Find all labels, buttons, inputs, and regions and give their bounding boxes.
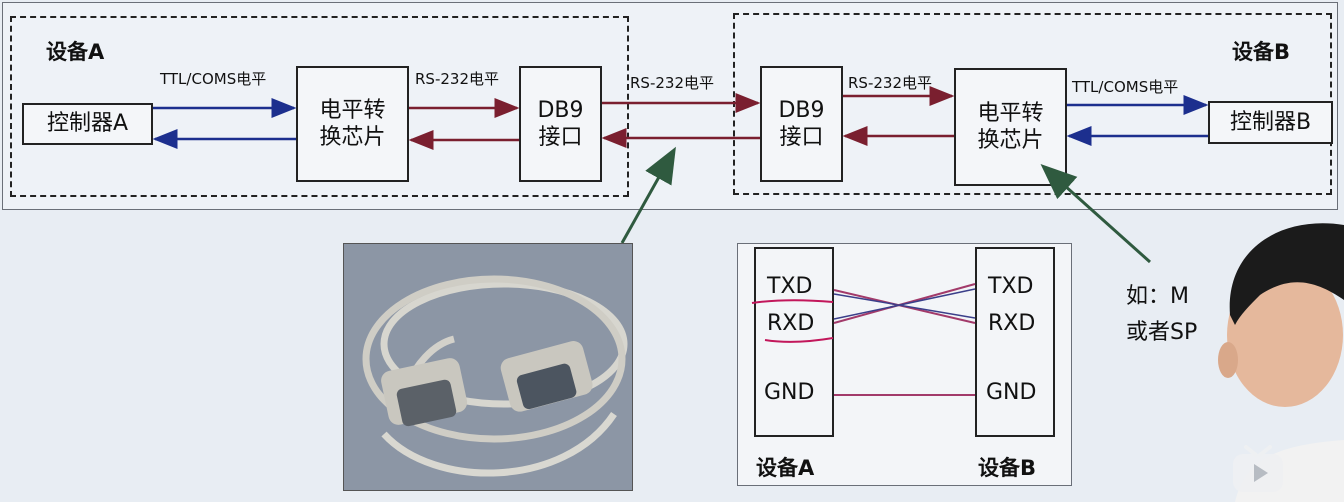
serial-cable-image	[344, 244, 633, 491]
pinout-device-a-label: 设备A	[756, 452, 814, 482]
db9-interface-a: DB9 接口	[519, 66, 602, 182]
level-converter-chip-a: 电平转 换芯片	[296, 66, 409, 182]
controller-a-label: 控制器A	[47, 110, 128, 138]
ttl-label-b: TTL/COMS电平	[1072, 76, 1178, 97]
video-watermark-icon	[1230, 444, 1290, 498]
note-line-2: 或者SP	[1126, 314, 1197, 346]
pin-a-rxd: RXD	[767, 311, 814, 336]
pin-b-txd: TXD	[988, 274, 1033, 299]
level-converter-chip-b: 电平转 换芯片	[954, 68, 1067, 186]
pinout-device-b-label: 设备B	[978, 452, 1036, 482]
pin-b-rxd: RXD	[988, 311, 1035, 336]
controller-a-box: 控制器A	[22, 103, 153, 145]
rs232-label-a: RS-232电平	[415, 68, 499, 89]
chip-b-line2: 换芯片	[977, 127, 1043, 155]
rs232-label-mid: RS-232电平	[630, 72, 714, 93]
db9-a-line2: 接口	[537, 124, 583, 152]
controller-b-label: 控制器B	[1230, 109, 1311, 137]
pin-b-gnd: GND	[986, 380, 1036, 405]
rs232-label-b: RS-232电平	[848, 72, 932, 93]
db9-a-line1: DB9	[537, 97, 583, 125]
serial-cable-photo	[343, 243, 633, 491]
chip-a-line1: 电平转	[319, 97, 385, 125]
db9-b-line2: 接口	[778, 124, 824, 152]
chip-a-line2: 换芯片	[319, 124, 385, 152]
device-b-label: 设备B	[1232, 36, 1290, 66]
pin-a-gnd: GND	[764, 380, 814, 405]
controller-b-box: 控制器B	[1208, 101, 1333, 144]
note-line-1: 如：M	[1126, 278, 1189, 310]
db9-interface-b: DB9 接口	[760, 66, 843, 182]
ttl-label-a: TTL/COMS电平	[160, 68, 266, 89]
pin-a-txd: TXD	[767, 274, 812, 299]
chip-b-line1: 电平转	[977, 100, 1043, 128]
db9-b-line1: DB9	[778, 97, 824, 125]
device-a-label: 设备A	[46, 36, 104, 66]
